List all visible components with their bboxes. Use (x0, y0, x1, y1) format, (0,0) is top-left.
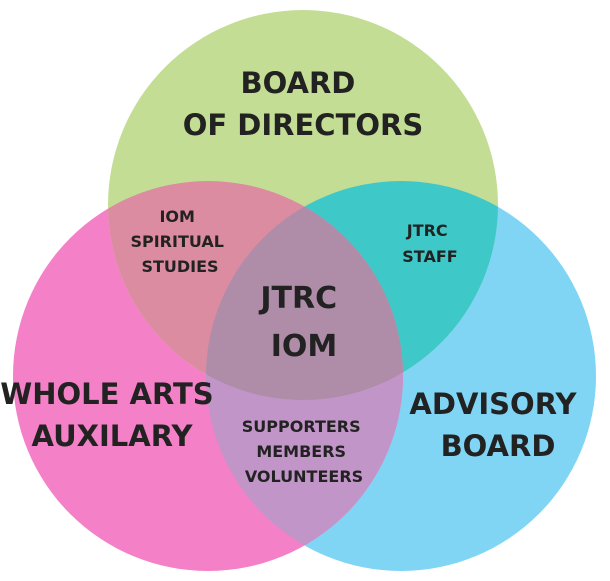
label-board-of-directors: BOARD OF DIRECTORS (183, 66, 424, 142)
label-iom-spiritual-studies: IOM SPIRITUAL STUDIES (130, 207, 229, 276)
label-jtrc-staff: JTRC STAFF (402, 221, 457, 266)
label-whole-arts-auxilary: WHOLE ARTS AUXILARY (0, 377, 224, 453)
label-jtrc-iom: JTRC IOM (258, 281, 347, 364)
label-supporters-members-volunteers: SUPPORTERS MEMBERS VOLUNTEERS (242, 417, 366, 486)
label-advisory-board: ADVISORY BOARD (409, 387, 586, 463)
